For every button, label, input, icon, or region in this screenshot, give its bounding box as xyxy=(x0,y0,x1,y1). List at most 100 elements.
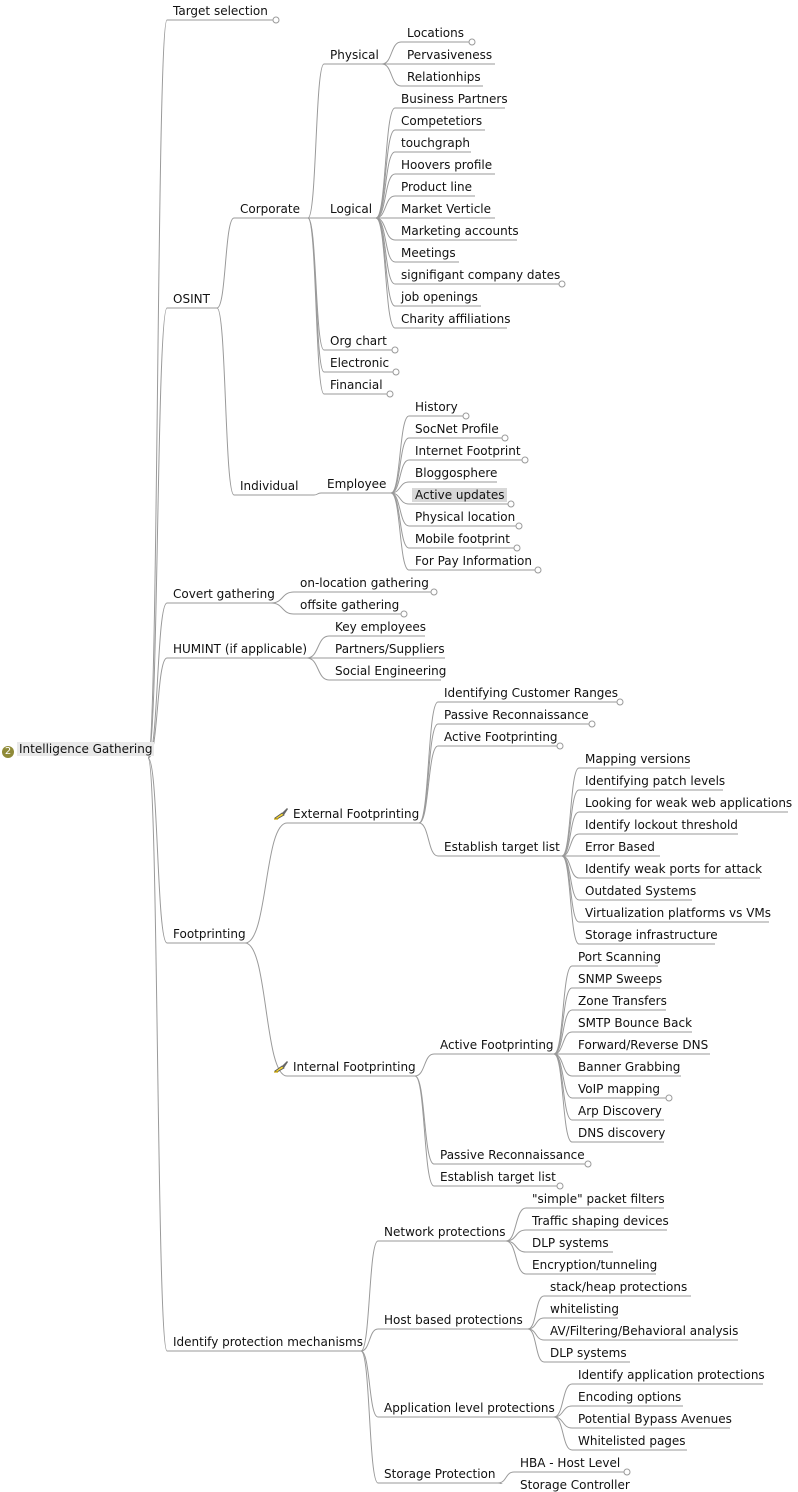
node-storage-infrastructure[interactable]: Storage infrastructure xyxy=(585,928,718,942)
node-ext-passive-recon[interactable]: Passive Reconnaissance xyxy=(444,708,589,722)
collapse-toggle[interactable] xyxy=(584,1160,592,1168)
collapse-toggle[interactable] xyxy=(665,1094,673,1102)
collapse-toggle[interactable] xyxy=(556,1182,564,1190)
collapse-toggle[interactable] xyxy=(556,742,564,750)
node-traffic-shaping-devices[interactable]: Traffic shaping devices xyxy=(532,1214,669,1228)
collapse-toggle[interactable] xyxy=(430,588,438,596)
node-voip-mapping[interactable]: VoIP mapping xyxy=(578,1082,660,1096)
node-offsite-gathering[interactable]: offsite gathering xyxy=(300,598,399,612)
node-physical-location[interactable]: Physical location xyxy=(415,510,515,524)
node-on-location-gathering[interactable]: on-location gathering xyxy=(300,576,429,590)
node-int-active-footprinting[interactable]: Active Footprinting xyxy=(440,1038,554,1052)
node-social-engineering[interactable]: Social Engineering xyxy=(335,664,446,678)
node-banner-grabbing[interactable]: Banner Grabbing xyxy=(578,1060,680,1074)
node-host-dlp-systems[interactable]: DLP systems xyxy=(550,1346,627,1360)
node-meetings[interactable]: Meetings xyxy=(401,246,456,260)
node-competetiors[interactable]: Competetiors xyxy=(401,114,482,128)
collapse-toggle[interactable] xyxy=(521,456,529,464)
node-relationhips[interactable]: Relationhips xyxy=(407,70,481,84)
collapse-toggle[interactable] xyxy=(623,1468,631,1476)
node-ext-establish-target-list[interactable]: Establish target list xyxy=(444,840,560,854)
node-mapping-versions[interactable]: Mapping versions xyxy=(585,752,691,766)
node-corporate[interactable]: Corporate xyxy=(240,202,300,216)
node-humint[interactable]: HUMINT (if applicable) xyxy=(173,642,307,656)
node-covert-gathering[interactable]: Covert gathering xyxy=(173,587,275,601)
node-virtualization-platforms[interactable]: Virtualization platforms vs VMs xyxy=(585,906,771,920)
node-forward-reverse-dns[interactable]: Forward/Reverse DNS xyxy=(578,1038,708,1052)
node-mobile-footprint[interactable]: Mobile footprint xyxy=(415,532,510,546)
node-hba-host-level[interactable]: HBA - Host Level xyxy=(520,1456,620,1470)
node-potential-bypass-avenues[interactable]: Potential Bypass Avenues xyxy=(578,1412,732,1426)
node-storage-controller[interactable]: Storage Controller xyxy=(520,1478,630,1492)
node-ext-active-footprinting[interactable]: Active Footprinting xyxy=(444,730,558,744)
node-error-based[interactable]: Error Based xyxy=(585,840,655,854)
collapse-toggle[interactable] xyxy=(462,412,470,420)
node-active-updates[interactable]: Active updates xyxy=(412,488,508,502)
node-network-protections[interactable]: Network protections xyxy=(384,1225,505,1239)
node-locations[interactable]: Locations xyxy=(407,26,464,40)
node-financial[interactable]: Financial xyxy=(330,378,383,392)
node-internal-footprinting[interactable]: Internal Footprinting xyxy=(273,1060,416,1074)
node-int-establish-target-list[interactable]: Establish target list xyxy=(440,1170,556,1184)
node-for-pay-information[interactable]: For Pay Information xyxy=(415,554,532,568)
node-internet-footprint[interactable]: Internet Footprint xyxy=(415,444,521,458)
node-pervasiveness[interactable]: Pervasiveness xyxy=(407,48,492,62)
node-identifying-customer-ranges[interactable]: Identifying Customer Ranges xyxy=(444,686,618,700)
node-employee[interactable]: Employee xyxy=(327,477,386,491)
node-arp-discovery[interactable]: Arp Discovery xyxy=(578,1104,662,1118)
node-socnet-profile[interactable]: SocNet Profile xyxy=(415,422,499,436)
node-looking-for-weak-web-apps[interactable]: Looking for weak web applications xyxy=(585,796,792,810)
node-external-footprinting[interactable]: External Footprinting xyxy=(273,807,419,821)
node-business-partners[interactable]: Business Partners xyxy=(401,92,508,106)
node-simple-packet-filters[interactable]: "simple" packet filters xyxy=(532,1192,665,1206)
node-product-line[interactable]: Product line xyxy=(401,180,472,194)
node-job-openings[interactable]: job openings xyxy=(401,290,478,304)
node-org-chart[interactable]: Org chart xyxy=(330,334,387,348)
node-int-passive-recon[interactable]: Passive Reconnaissance xyxy=(440,1148,585,1162)
collapse-toggle[interactable] xyxy=(400,610,408,618)
node-storage-protection[interactable]: Storage Protection xyxy=(384,1467,495,1481)
node-smtp-bounce-back[interactable]: SMTP Bounce Back xyxy=(578,1016,692,1030)
collapse-toggle[interactable] xyxy=(386,390,394,398)
node-encryption-tunneling[interactable]: Encryption/tunneling xyxy=(532,1258,657,1272)
node-osint[interactable]: OSINT xyxy=(173,292,210,306)
node-logical[interactable]: Logical xyxy=(330,202,372,216)
node-net-dlp-systems[interactable]: DLP systems xyxy=(532,1236,609,1250)
collapse-toggle[interactable] xyxy=(515,522,523,530)
collapse-toggle[interactable] xyxy=(468,38,476,46)
node-market-verticle[interactable]: Market Verticle xyxy=(401,202,491,216)
collapse-toggle[interactable] xyxy=(513,544,521,552)
node-av-filtering[interactable]: AV/Filtering/Behavioral analysis xyxy=(550,1324,738,1338)
node-hoovers-profile[interactable]: Hoovers profile xyxy=(401,158,492,172)
node-electronic[interactable]: Electronic xyxy=(330,356,389,370)
node-target-selection[interactable]: Target selection xyxy=(173,4,268,18)
node-identifying-patch-levels[interactable]: Identifying patch levels xyxy=(585,774,725,788)
node-charity-affiliations[interactable]: Charity affiliations xyxy=(401,312,510,326)
collapse-toggle[interactable] xyxy=(501,434,509,442)
node-partners-suppliers[interactable]: Partners/Suppliers xyxy=(335,642,445,656)
collapse-toggle[interactable] xyxy=(558,280,566,288)
node-whitelisting[interactable]: whitelisting xyxy=(550,1302,619,1316)
node-encoding-options[interactable]: Encoding options xyxy=(578,1390,681,1404)
collapse-toggle[interactable] xyxy=(588,720,596,728)
collapse-toggle[interactable] xyxy=(392,368,400,376)
node-zone-transfers[interactable]: Zone Transfers xyxy=(578,994,667,1008)
node-host-based-protections[interactable]: Host based protections xyxy=(384,1313,523,1327)
node-signifigant-company-dates[interactable]: signifigant company dates xyxy=(401,268,560,282)
node-application-level-protections[interactable]: Application level protections xyxy=(384,1401,555,1415)
node-stack-heap-protections[interactable]: stack/heap protections xyxy=(550,1280,687,1294)
node-identify-protection-mechanisms[interactable]: Identify protection mechanisms xyxy=(173,1335,363,1349)
node-individual[interactable]: Individual xyxy=(240,479,298,493)
node-snmp-sweeps[interactable]: SNMP Sweeps xyxy=(578,972,662,986)
collapse-toggle[interactable] xyxy=(534,566,542,574)
node-whitelisted-pages[interactable]: Whitelisted pages xyxy=(578,1434,686,1448)
collapse-toggle[interactable] xyxy=(272,16,280,24)
node-physical[interactable]: Physical xyxy=(330,48,379,62)
node-identify-weak-ports[interactable]: Identify weak ports for attack xyxy=(585,862,762,876)
node-identify-lockout-threshold[interactable]: Identify lockout threshold xyxy=(585,818,738,832)
node-identify-application-protections[interactable]: Identify application protections xyxy=(578,1368,765,1382)
node-port-scanning[interactable]: Port Scanning xyxy=(578,950,661,964)
collapse-toggle[interactable] xyxy=(391,346,399,354)
node-touchgraph[interactable]: touchgraph xyxy=(401,136,470,150)
